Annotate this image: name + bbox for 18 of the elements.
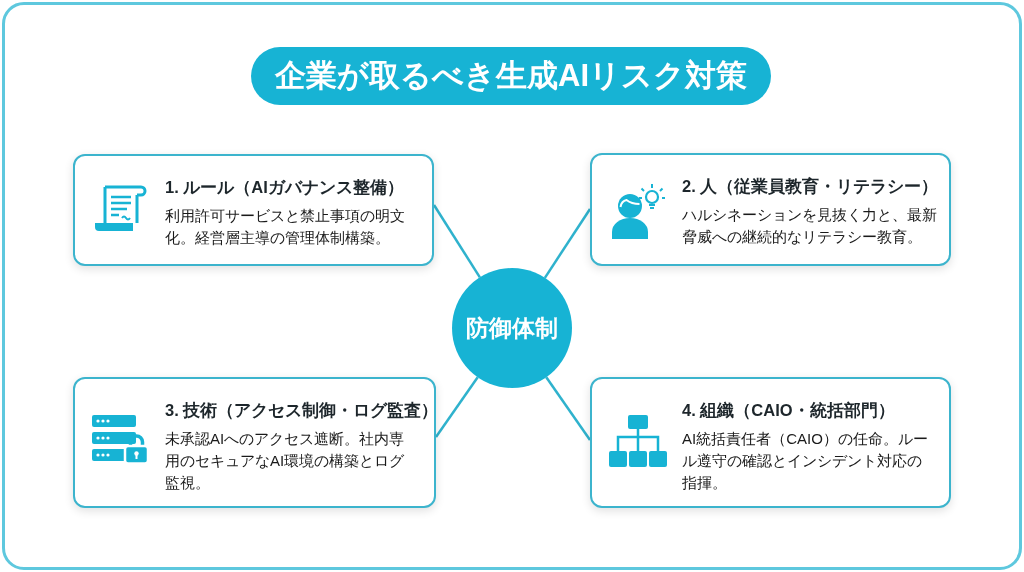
info-card [590, 377, 951, 508]
info-card [73, 154, 434, 266]
connector-line [434, 376, 479, 438]
card-heading: 2. 人（従業員教育・リテラシー） [682, 176, 939, 198]
card-heading: 4. 組織（CAIO・統括部門） [682, 400, 895, 422]
card-text: ハルシネーションを見抜く力と、最新脅威への継続的なリテラシー教育。 [682, 205, 938, 247]
card-text: 未承認AIへのアクセス遮断。社内専用のセキュアなAI環境の構築とログ監視。 [165, 429, 406, 493]
info-card [590, 153, 951, 266]
info-card [73, 377, 436, 508]
card-heading: 3. 技術（アクセス制御・ログ監査） [165, 400, 439, 422]
connector-line [545, 376, 592, 441]
connector-line [543, 208, 592, 279]
card-text: AI統括責任者（CAIO）の任命。ルール遵守の確認とインシデント対応の指揮。 [682, 429, 928, 493]
card-heading: 1. ルール（AIガバナンス整備） [165, 177, 404, 199]
connector-line [432, 204, 481, 278]
title-banner: 企業が取るべき生成AIリスク対策 [251, 47, 771, 105]
hub-circle: 防御体制 [452, 268, 572, 388]
card-text: 利用許可サービスと禁止事項の明文化。経営層主導の管理体制構築。 [165, 206, 406, 248]
